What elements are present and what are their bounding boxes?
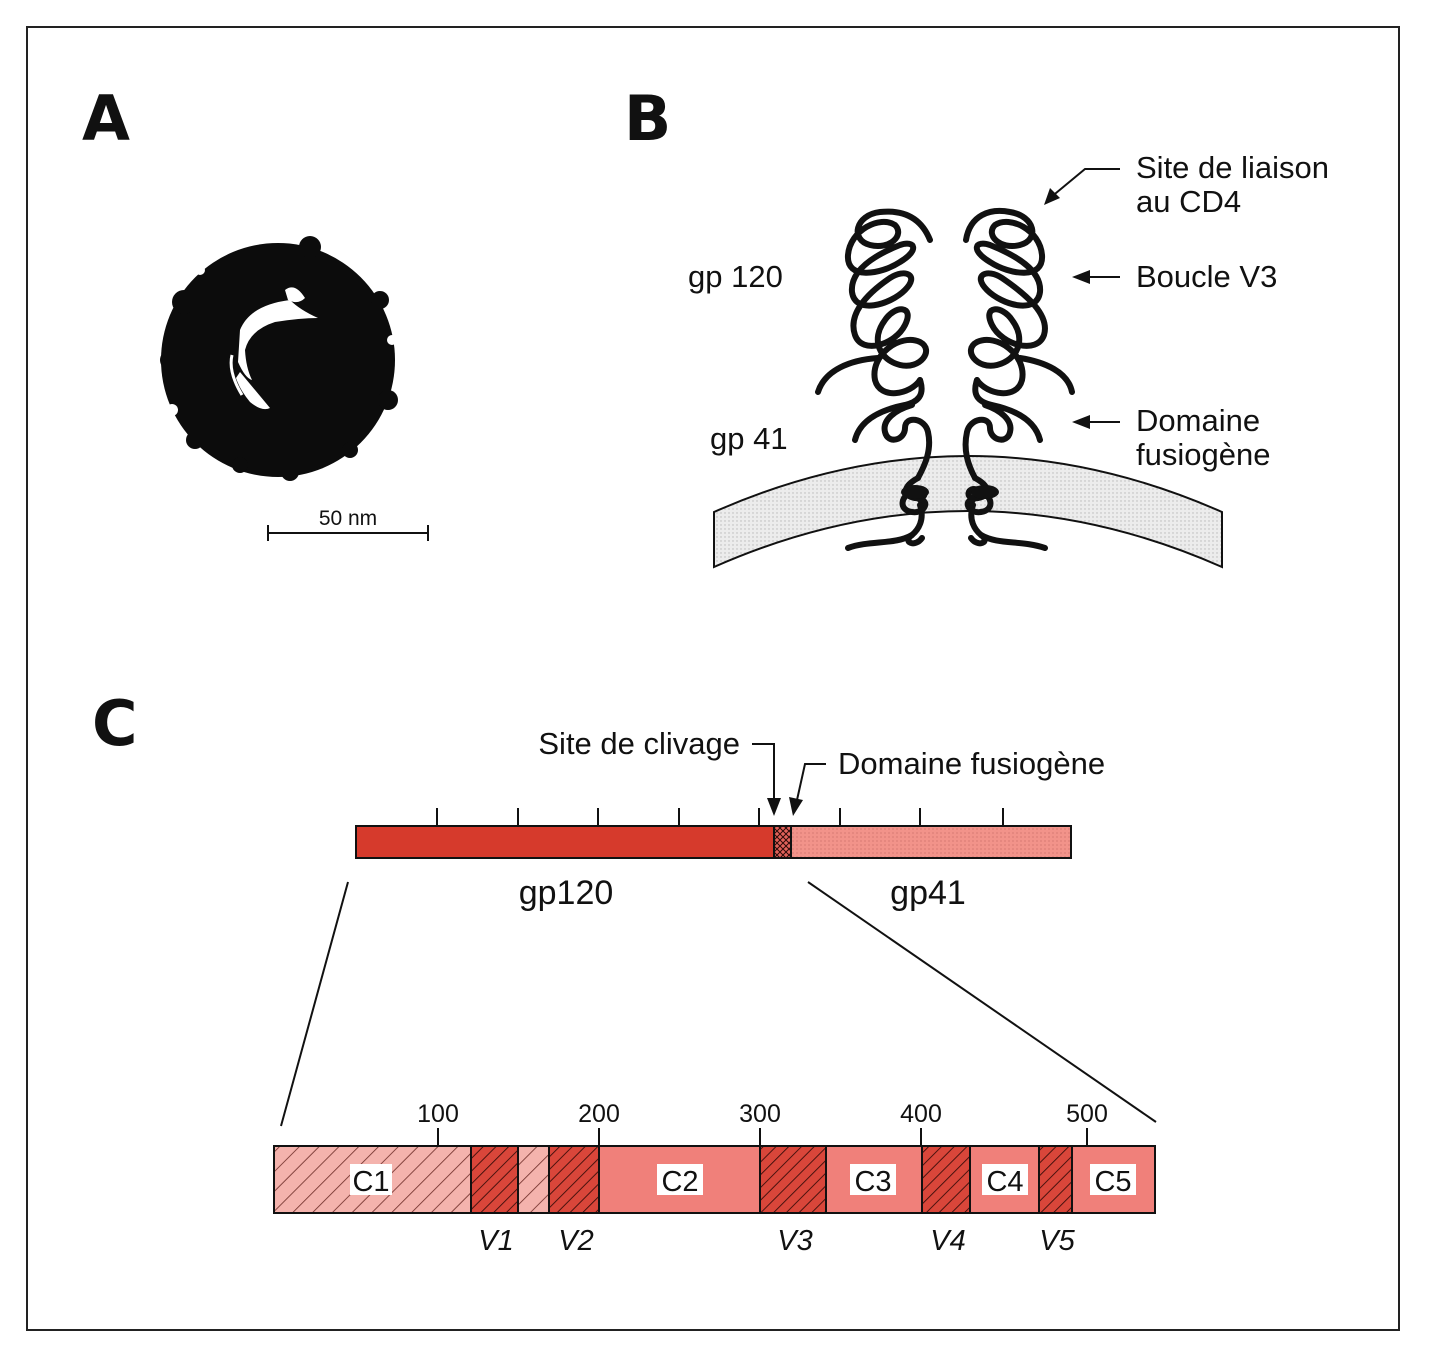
cell-membrane — [713, 455, 1223, 569]
segment-label-c1: C1 — [352, 1166, 389, 1198]
fusion-domain-label-line1: Domaine — [1136, 403, 1260, 438]
segment-c1-tail — [518, 1146, 549, 1213]
segment-v3 — [760, 1146, 826, 1213]
segment-label-v4: V4 — [930, 1225, 965, 1257]
panel-c: C Site de clivage — [92, 687, 1157, 1257]
segment-v4 — [922, 1146, 970, 1213]
gp120-domain-bar: C1 C2 C3 C4 C5 — [273, 1145, 1156, 1214]
segment-v2 — [549, 1146, 599, 1213]
figure-frame — [26, 26, 1400, 1331]
zoom-line-left — [280, 881, 349, 1127]
segment-label-v1: V1 — [478, 1225, 513, 1257]
panel-b: B gp 120 gp 41 — [624, 82, 1329, 569]
segment-label-c4: C4 — [986, 1166, 1023, 1198]
cleavage-site-callout: Site de clivage — [538, 726, 781, 816]
tick-label: 100 — [417, 1100, 459, 1128]
v3-loop-callout: Boucle V3 — [1072, 259, 1277, 294]
fusion-domain-callout: Domaine fusiogène — [1072, 403, 1270, 472]
tick-label: 500 — [1066, 1100, 1108, 1128]
segment-v1 — [471, 1146, 518, 1213]
fusion-domain-callout-c: Domaine fusiogène — [789, 746, 1105, 816]
cd4-site-callout: Site de liaison au CD4 — [1044, 150, 1329, 219]
envelope-protein-right — [962, 208, 1075, 551]
segment-label-c2: C2 — [661, 1166, 698, 1198]
cleavage-fusion-zone — [774, 826, 791, 858]
gp41-bar — [791, 826, 1071, 858]
panel-a-letter: A — [82, 82, 130, 155]
cd4-site-label-line1: Site de liaison — [1136, 150, 1329, 185]
cd4-site-label-line2: au CD4 — [1136, 184, 1241, 219]
gp41-label: gp 41 — [710, 421, 788, 456]
panel-a: A 50 nm — [82, 82, 429, 541]
gp120-bar — [356, 826, 774, 858]
gp120-label: gp 120 — [688, 259, 783, 294]
scale-bar: 50 nm — [267, 507, 429, 541]
v3-loop-label: Boucle V3 — [1136, 259, 1277, 294]
tick-label: 200 — [578, 1100, 620, 1128]
gp41-bar-label: gp41 — [890, 874, 966, 912]
fusion-domain-label-c: Domaine fusiogène — [838, 746, 1105, 781]
tick-label: 300 — [739, 1100, 781, 1128]
segment-label-c3: C3 — [854, 1166, 891, 1198]
scale-bar-label: 50 nm — [319, 507, 377, 530]
panel-c-letter: C — [92, 687, 138, 760]
gp120-bar-label: gp120 — [519, 874, 614, 912]
segment-v5 — [1039, 1146, 1072, 1213]
precursor-bar — [355, 808, 1072, 859]
gp120-ticks: 100 200 300 400 500 — [417, 1100, 1108, 1146]
cleavage-site-label: Site de clivage — [538, 726, 740, 761]
envelope-protein-left — [815, 208, 933, 551]
precursor-ticks — [436, 808, 1004, 826]
tick-label: 400 — [900, 1100, 942, 1128]
panel-b-letter: B — [624, 82, 671, 155]
segment-label-v2: V2 — [558, 1225, 593, 1257]
segment-label-c5: C5 — [1094, 1166, 1131, 1198]
fusion-domain-label-line2: fusiogène — [1136, 437, 1270, 472]
segment-label-v3: V3 — [777, 1225, 812, 1257]
variable-region-labels: V1 V2 V3 V4 V5 — [478, 1225, 1075, 1257]
segment-label-v5: V5 — [1039, 1225, 1075, 1257]
zoom-line-right — [807, 881, 1157, 1123]
virion-micrograph — [160, 236, 398, 481]
